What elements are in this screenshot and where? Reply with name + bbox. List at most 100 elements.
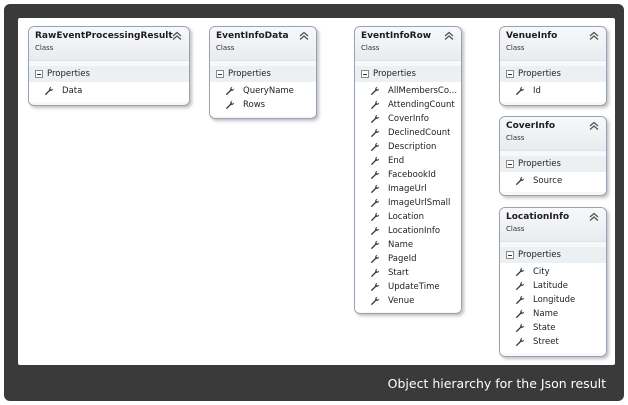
- property-item[interactable]: Name: [355, 238, 461, 252]
- collapse-chevron-icon[interactable]: [589, 121, 599, 131]
- property-item[interactable]: Source: [500, 174, 606, 188]
- class-kind: Class: [506, 134, 525, 142]
- collapse-chevron-icon[interactable]: [589, 212, 599, 222]
- class-diagram-canvas: RawEventProcessingResult Class Propertie…: [18, 18, 615, 365]
- property-item[interactable]: PageId: [355, 252, 461, 266]
- property-item[interactable]: UpdateTime: [355, 280, 461, 294]
- property-item[interactable]: Location: [355, 210, 461, 224]
- collapse-minus-icon[interactable]: [506, 70, 514, 78]
- class-header: VenueInfo Class: [500, 27, 606, 61]
- class-name: EventInfoData: [216, 31, 289, 41]
- collapse-chevron-icon[interactable]: [299, 31, 309, 41]
- collapse-minus-icon[interactable]: [35, 70, 43, 78]
- property-item[interactable]: QueryName: [210, 84, 316, 98]
- property-item[interactable]: End: [355, 154, 461, 168]
- wrench-icon: [515, 323, 525, 333]
- property-name: Data: [62, 86, 83, 96]
- property-name: UpdateTime: [388, 282, 440, 292]
- property-name: DeclinedCount: [388, 128, 451, 138]
- properties-section-toggle[interactable]: Properties: [500, 66, 606, 82]
- collapse-chevron-icon[interactable]: [589, 31, 599, 41]
- wrench-icon: [370, 128, 380, 138]
- wrench-icon: [370, 212, 380, 222]
- property-name: FacebookId: [388, 170, 436, 180]
- property-item[interactable]: Data: [29, 84, 189, 98]
- collapse-minus-icon[interactable]: [361, 70, 369, 78]
- class-header: LocationInfo Class: [500, 208, 606, 242]
- property-item[interactable]: City: [500, 265, 606, 279]
- class-box-venue-info[interactable]: VenueInfo Class Properties Id: [499, 26, 607, 106]
- property-list: City Latitude Longitude Name State Stree…: [500, 263, 606, 353]
- property-name: PageId: [388, 254, 417, 264]
- property-item[interactable]: Venue: [355, 294, 461, 308]
- property-name: Street: [533, 337, 559, 347]
- property-list: AllMembersCo... AttendingCount CoverInfo…: [355, 82, 461, 312]
- figure-frame: RawEventProcessingResult Class Propertie…: [4, 4, 624, 401]
- property-name: Venue: [388, 296, 415, 306]
- collapse-minus-icon[interactable]: [506, 160, 514, 168]
- property-item[interactable]: DeclinedCount: [355, 126, 461, 140]
- section-label: Properties: [518, 69, 561, 79]
- property-name: Start: [388, 268, 409, 278]
- property-name: ImageUrlSmall: [388, 198, 451, 208]
- section-label: Properties: [47, 69, 90, 79]
- class-name: VenueInfo: [506, 31, 558, 41]
- property-item[interactable]: Latitude: [500, 279, 606, 293]
- class-box-event-info-data[interactable]: EventInfoData Class Properties QueryName…: [209, 26, 317, 119]
- property-name: End: [388, 156, 405, 166]
- class-box-event-info-row[interactable]: EventInfoRow Class Properties AllMembers…: [354, 26, 462, 314]
- property-name: Rows: [243, 100, 266, 110]
- class-kind: Class: [361, 44, 380, 52]
- property-item[interactable]: ImageUrlSmall: [355, 196, 461, 210]
- class-box-raw-event-processing-result[interactable]: RawEventProcessingResult Class Propertie…: [28, 26, 190, 106]
- property-item[interactable]: Longitude: [500, 293, 606, 307]
- properties-section-toggle[interactable]: Properties: [210, 66, 316, 82]
- collapse-minus-icon[interactable]: [216, 70, 224, 78]
- properties-section-toggle[interactable]: Properties: [500, 247, 606, 263]
- class-header: EventInfoRow Class: [355, 27, 461, 61]
- property-item[interactable]: AllMembersCo...: [355, 84, 461, 98]
- property-item[interactable]: FacebookId: [355, 168, 461, 182]
- section-label: Properties: [228, 69, 271, 79]
- property-item[interactable]: CoverInfo: [355, 112, 461, 126]
- class-header: CoverInfo Class: [500, 117, 606, 151]
- class-kind: Class: [35, 44, 54, 52]
- property-name: Id: [533, 86, 541, 96]
- wrench-icon: [370, 170, 380, 180]
- collapse-chevron-icon[interactable]: [444, 31, 454, 41]
- property-item[interactable]: LocationInfo: [355, 224, 461, 238]
- property-item[interactable]: Street: [500, 335, 606, 349]
- class-header: RawEventProcessingResult Class: [29, 27, 189, 61]
- wrench-icon: [225, 86, 235, 96]
- class-name: EventInfoRow: [361, 31, 432, 41]
- property-item[interactable]: Description: [355, 140, 461, 154]
- class-kind: Class: [506, 44, 525, 52]
- property-list: Source: [500, 172, 606, 192]
- figure-caption: Object hierarchy for the Json result: [387, 376, 606, 391]
- property-name: Description: [388, 142, 437, 152]
- collapse-chevron-icon[interactable]: [172, 31, 182, 41]
- class-box-cover-info[interactable]: CoverInfo Class Properties Source: [499, 116, 607, 196]
- collapse-minus-icon[interactable]: [506, 251, 514, 259]
- property-item[interactable]: AttendingCount: [355, 98, 461, 112]
- property-name: AttendingCount: [388, 100, 455, 110]
- wrench-icon: [515, 176, 525, 186]
- wrench-icon: [370, 240, 380, 250]
- class-kind: Class: [216, 44, 235, 52]
- property-item[interactable]: Id: [500, 84, 606, 98]
- property-item[interactable]: Rows: [210, 98, 316, 112]
- section-label: Properties: [518, 250, 561, 260]
- property-item[interactable]: Name: [500, 307, 606, 321]
- properties-section-toggle[interactable]: Properties: [29, 66, 189, 82]
- property-item[interactable]: ImageUrl: [355, 182, 461, 196]
- properties-section-toggle[interactable]: Properties: [355, 66, 461, 82]
- wrench-icon: [44, 86, 54, 96]
- class-box-location-info[interactable]: LocationInfo Class Properties City Latit…: [499, 207, 607, 357]
- property-list: Id: [500, 82, 606, 102]
- properties-section-toggle[interactable]: Properties: [500, 156, 606, 172]
- property-item[interactable]: State: [500, 321, 606, 335]
- property-name: AllMembersCo...: [388, 86, 458, 96]
- wrench-icon: [370, 114, 380, 124]
- property-name: State: [533, 323, 556, 333]
- property-item[interactable]: Start: [355, 266, 461, 280]
